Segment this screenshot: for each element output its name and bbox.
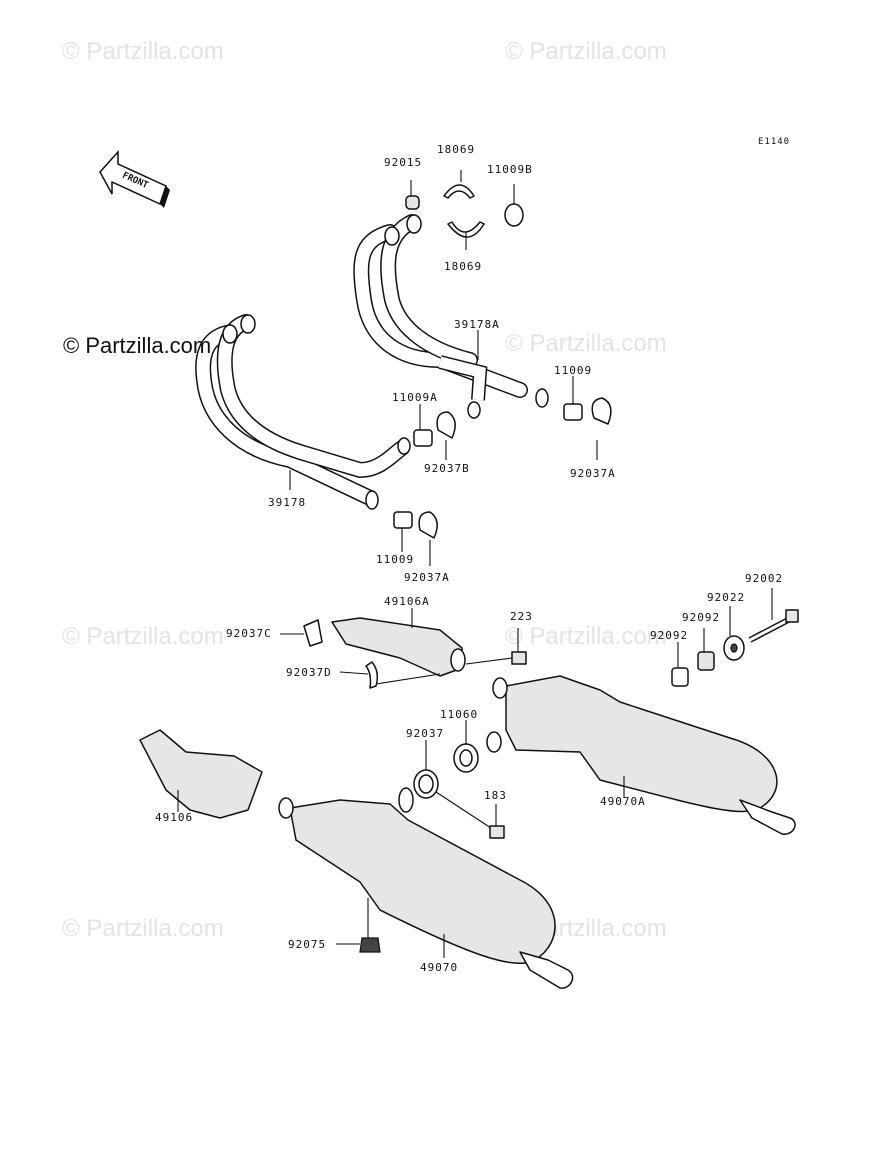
part-label[interactable]: 49106 xyxy=(155,811,194,824)
part-92037B-clamp xyxy=(436,411,456,460)
part-18069-clamp-upper xyxy=(443,170,475,199)
part-label[interactable]: 11009 xyxy=(554,364,593,377)
part-label[interactable]: 92037A xyxy=(570,467,616,480)
part-label[interactable]: 49070A xyxy=(600,795,646,808)
part-92037A-clamp-lower xyxy=(418,511,438,566)
part-18069-clamp-lower xyxy=(447,221,485,250)
part-label[interactable]: 11060 xyxy=(440,708,479,721)
watermark: © Partzilla.com xyxy=(62,38,224,65)
part-label[interactable]: 92037 xyxy=(406,727,445,740)
watermark: © Partzilla.com xyxy=(62,623,224,650)
part-label[interactable]: 49106A xyxy=(384,595,430,608)
part-49070A-muffler xyxy=(486,675,796,835)
part-label[interactable]: 11009B xyxy=(487,163,533,176)
part-label[interactable]: 92022 xyxy=(707,591,746,604)
part-92037A-clamp-right xyxy=(591,397,612,460)
part-label[interactable]: 183 xyxy=(484,789,507,802)
watermark: © Partzilla.com xyxy=(62,915,224,942)
part-92075-grommet xyxy=(336,937,381,953)
part-label[interactable]: 49070 xyxy=(420,961,459,974)
part-92022-washer xyxy=(723,606,745,661)
front-arrow-icon: FRONT xyxy=(99,150,170,208)
part-92037D-clamp xyxy=(339,661,441,689)
part-label[interactable]: 92037A xyxy=(404,571,450,584)
part-11009B-gasket xyxy=(504,184,524,227)
part-label[interactable]: 92092 xyxy=(650,629,689,642)
part-label[interactable]: 92015 xyxy=(384,156,423,169)
part-49106A-heat-cover xyxy=(331,608,466,677)
part-223-bolt xyxy=(465,628,527,665)
watermark: © Partzilla.com xyxy=(505,330,667,357)
part-183-bolt xyxy=(489,804,505,839)
part-label[interactable]: 92075 xyxy=(288,938,327,951)
part-label[interactable]: 18069 xyxy=(437,143,476,156)
part-label[interactable]: 39178 xyxy=(268,496,307,509)
part-92092-spacer-a xyxy=(697,628,715,671)
part-label[interactable]: 92037C xyxy=(226,627,272,640)
part-92002-bolt xyxy=(748,588,799,643)
part-label[interactable]: 92037B xyxy=(424,462,470,475)
part-49106-heat-shield xyxy=(139,729,263,819)
watermark-dark: © Partzilla.com xyxy=(63,333,212,358)
part-49070-muffler xyxy=(278,787,574,989)
part-label[interactable]: 92092 xyxy=(682,611,721,624)
part-92037-clamp xyxy=(413,740,495,831)
diagram-code: E1140 xyxy=(758,137,791,147)
part-11060-gasket xyxy=(453,720,479,773)
part-label[interactable]: 223 xyxy=(510,610,533,623)
part-92015-nut xyxy=(405,180,420,210)
part-92037C-clamp xyxy=(280,619,323,647)
part-92092-spacer-b xyxy=(671,642,689,687)
part-label[interactable]: 18069 xyxy=(444,260,483,273)
part-11009-gasket-right xyxy=(563,376,583,421)
part-11009-gasket-lower xyxy=(393,511,413,552)
part-label[interactable]: 11009 xyxy=(376,553,415,566)
part-label[interactable]: 92037D xyxy=(286,666,332,679)
part-39178A-header-pipe xyxy=(353,214,549,419)
watermark: © Partzilla.com xyxy=(505,38,667,65)
part-label[interactable]: 92002 xyxy=(745,572,784,585)
watermark: © Partzilla.com xyxy=(505,623,667,650)
part-39178-header-pipe xyxy=(195,314,411,510)
part-11009A-gasket xyxy=(413,404,433,447)
part-label[interactable]: 39178A xyxy=(454,318,500,331)
part-label[interactable]: 11009A xyxy=(392,391,438,404)
